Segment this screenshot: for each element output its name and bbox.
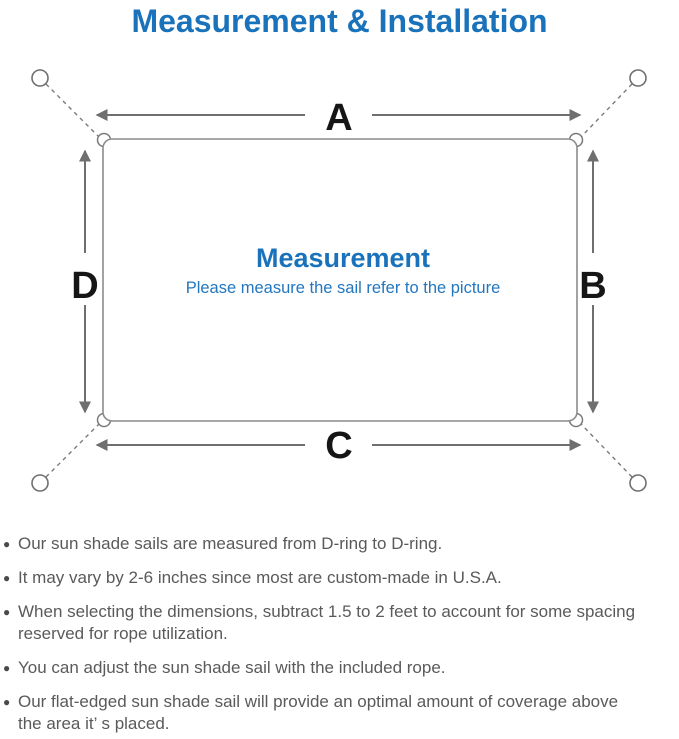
note-text: Our sun shade sails are measured from D-…: [18, 534, 443, 553]
note-text: When selecting the dimensions, subtract …: [18, 602, 636, 643]
diagram-center-subheading: Please measure the sail refer to the pic…: [186, 279, 501, 297]
note-item: ● When selecting the dimensions, subtrac…: [3, 601, 676, 645]
note-text: It may vary by 2-6 inches since most are…: [18, 568, 502, 587]
bullet-icon: ●: [3, 571, 11, 585]
anchor-point-bottom-right: [629, 474, 647, 492]
shade-sail-outline: [102, 138, 578, 422]
rope-line-bottom-right: [579, 422, 633, 478]
note-text: Our flat-edged sun shade sail will provi…: [18, 692, 619, 733]
diagram-center-heading: Measurement: [256, 243, 430, 273]
bullet-icon: ●: [3, 661, 11, 675]
edge-label-c: C: [325, 425, 352, 467]
rope-line-top-right: [579, 83, 633, 139]
page-title: Measurement & Installation: [131, 3, 548, 39]
bullet-icon: ●: [3, 537, 11, 551]
note-item: ● You can adjust the sun shade sail with…: [3, 657, 676, 679]
measurement-diagram: A B C D Measurement Please measure the s…: [31, 69, 647, 492]
note-item: ● It may vary by 2-6 inches since most a…: [3, 567, 676, 589]
anchor-point-top-right: [629, 69, 647, 87]
notes-list: ● Our sun shade sails are measured from …: [3, 533, 676, 739]
anchor-point-bottom-left: [31, 474, 49, 492]
rope-line-bottom-left: [45, 422, 101, 478]
note-text: You can adjust the sun shade sail with t…: [18, 658, 446, 677]
note-item: ● Our sun shade sails are measured from …: [3, 533, 676, 555]
bullet-icon: ●: [3, 605, 11, 619]
rope-line-top-left: [45, 83, 101, 139]
edge-label-a: A: [325, 97, 352, 139]
note-item: ● Our flat-edged sun shade sail will pro…: [3, 691, 676, 735]
edge-label-b: B: [579, 265, 606, 307]
anchor-point-top-left: [31, 69, 49, 87]
bullet-icon: ●: [3, 695, 11, 709]
edge-label-d: D: [71, 265, 98, 307]
